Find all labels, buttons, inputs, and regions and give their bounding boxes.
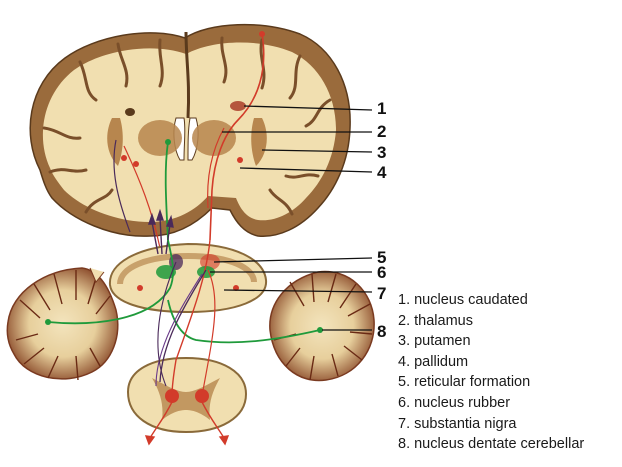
legend-item: 1. nucleus caudated: [398, 292, 528, 308]
brainstem-section: [108, 208, 268, 314]
pathway-lines: [45, 239, 323, 397]
marker-4: 4: [377, 163, 387, 182]
legend-item: 5. reticular formation: [398, 374, 531, 391]
legend-item: 6. nucleus rubber: [398, 394, 511, 411]
legend-item: 8. nucleus dentate cerebellar: [398, 436, 585, 453]
structure-legend: 1. nucleus caudated 2. thalamus 3. putam…: [398, 290, 584, 455]
legend-item: 3. putamen: [398, 333, 471, 350]
cerebellum-right: [269, 270, 375, 382]
legend-item: 7. substantia nigra: [398, 415, 517, 432]
legend-item: 2. thalamus: [398, 312, 473, 329]
marker-5: 5: [377, 248, 387, 267]
marker-1: 1: [377, 99, 387, 118]
spinal-cord-section: [126, 356, 248, 446]
marker-8: 8: [377, 322, 387, 341]
marker-3: 3: [377, 143, 387, 162]
cerebrum-coronal-section: [29, 23, 351, 249]
marker-2: 2: [377, 122, 387, 141]
marker-6: 6: [377, 263, 387, 282]
pointer-lines: [210, 105, 373, 331]
legend-item: 4. pallidum: [398, 353, 469, 370]
cerebellum-left: [6, 267, 119, 381]
marker-7: 7: [377, 284, 387, 303]
